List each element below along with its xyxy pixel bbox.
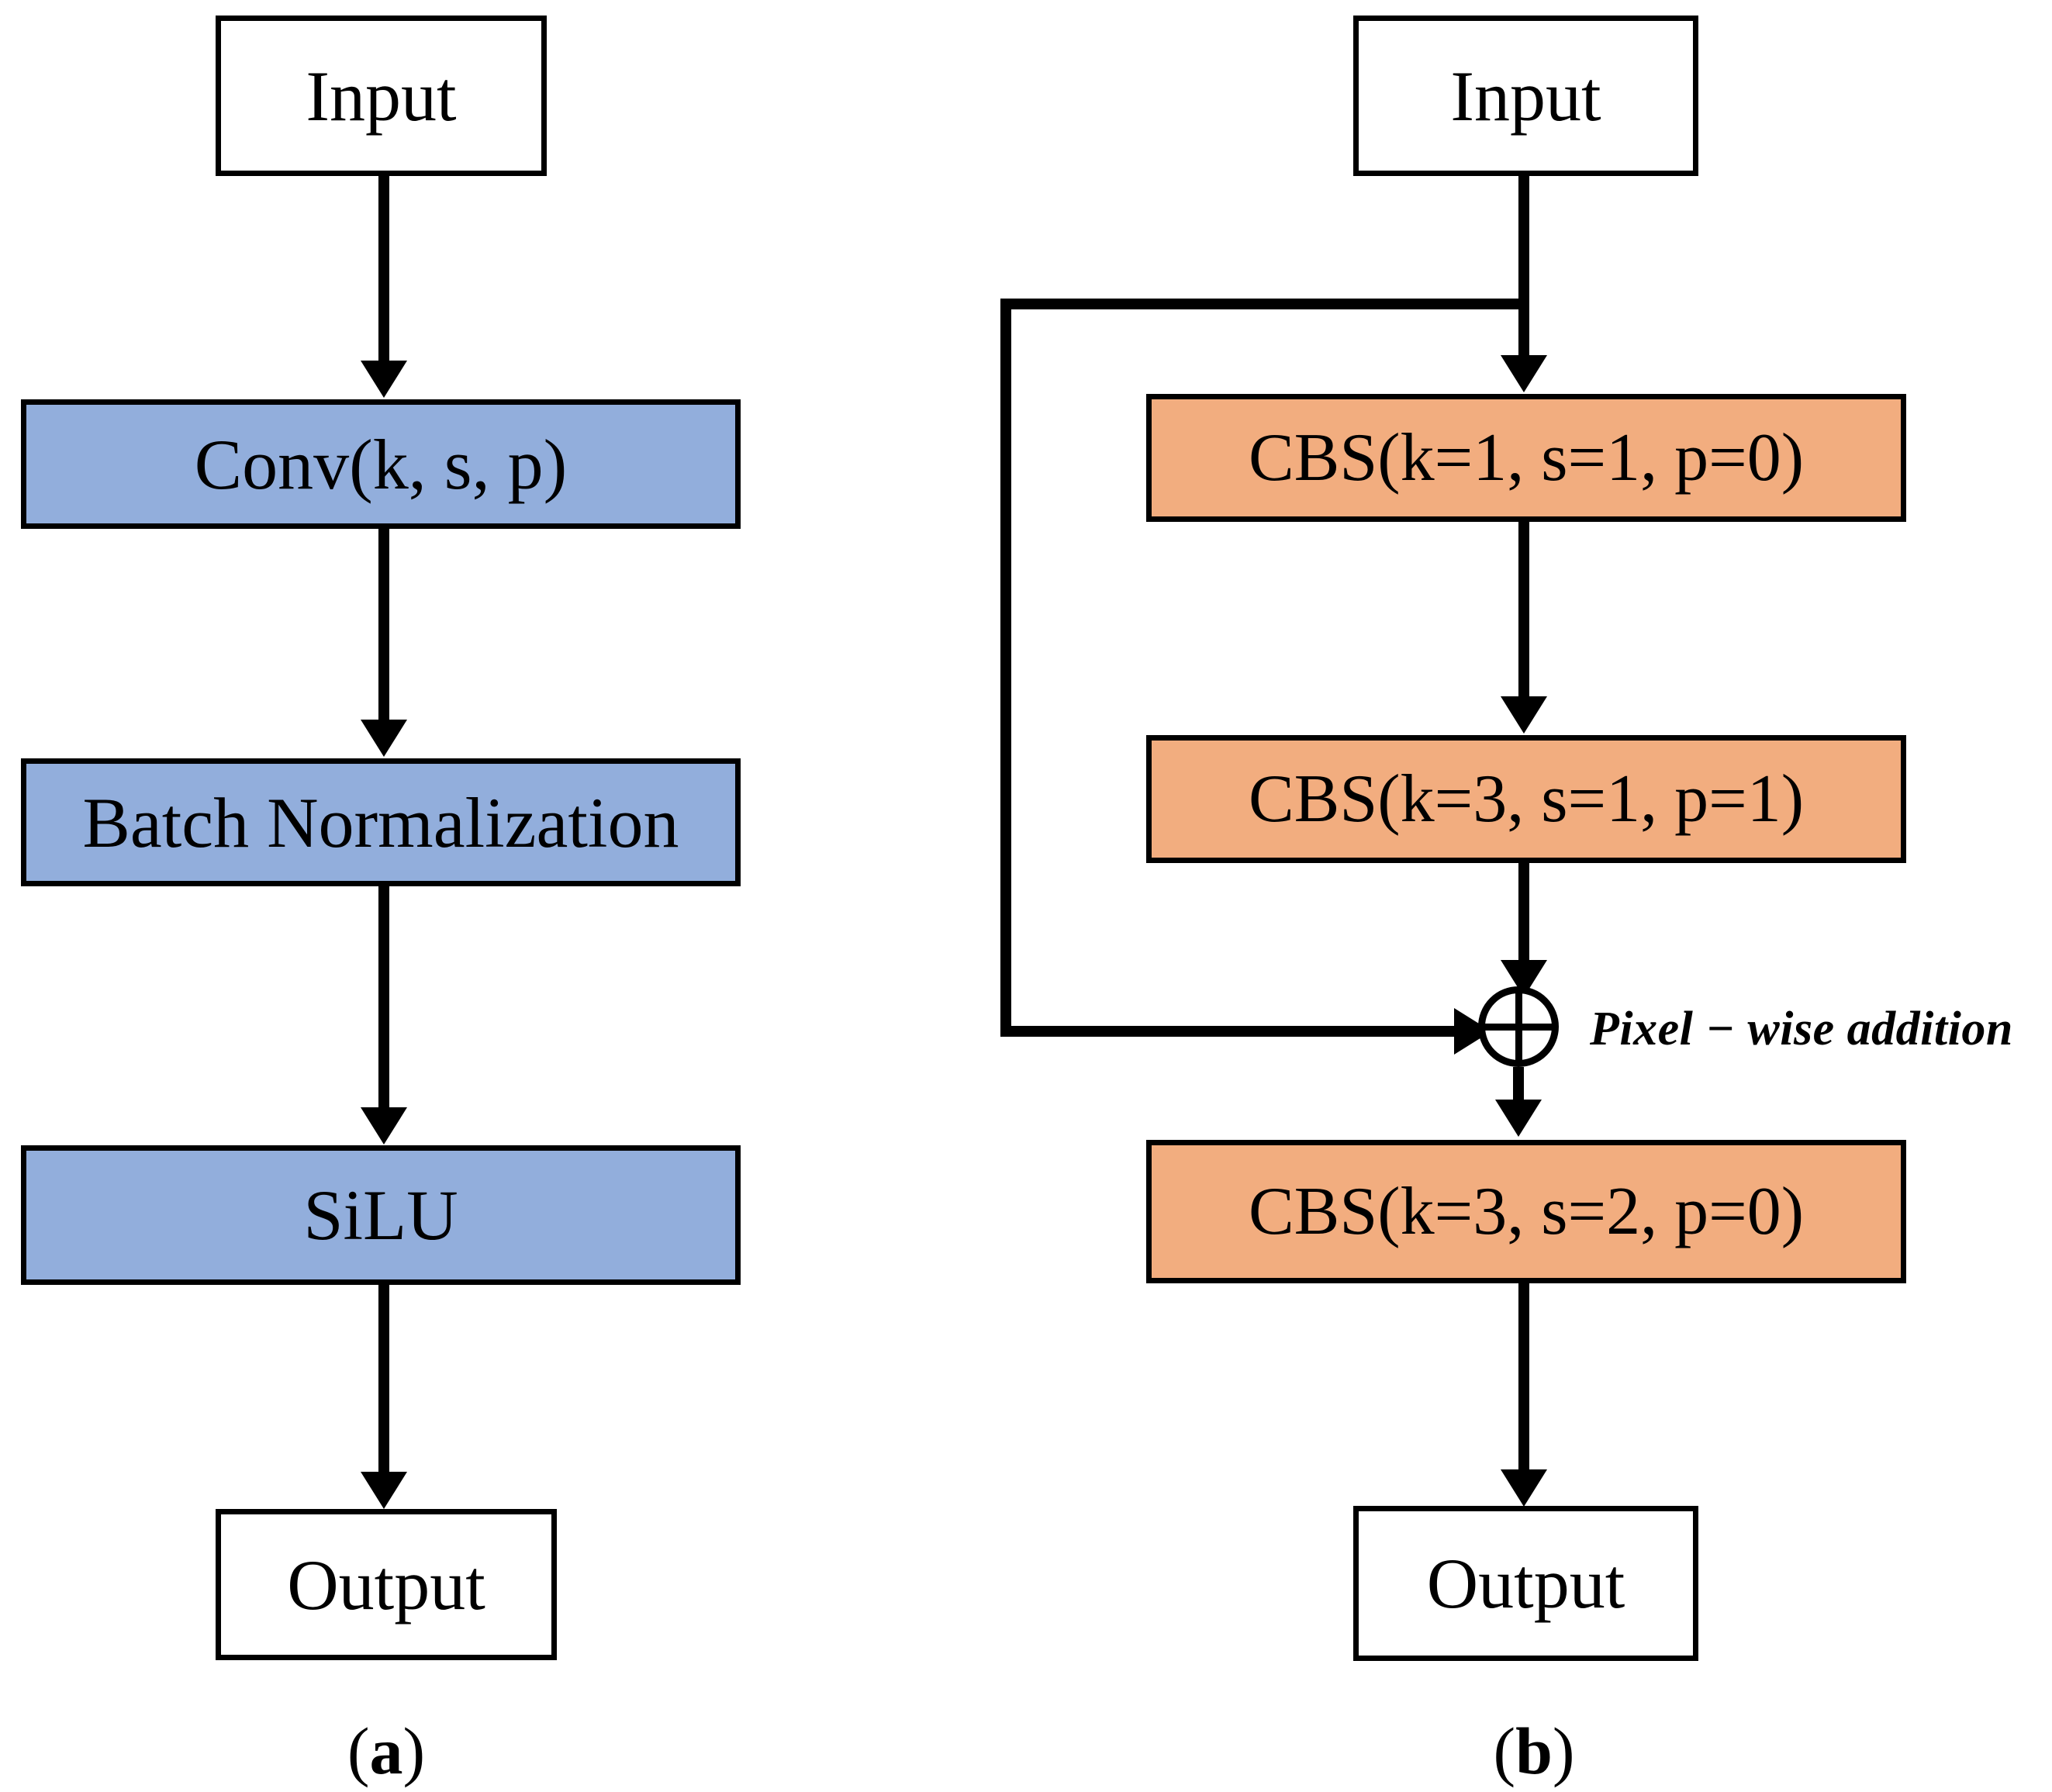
panel-b-edge-cbs3-output-arrow	[1501, 1469, 1547, 1507]
panel-b-cbs3-box: CBS(k=3, s=2, p=0)	[1146, 1140, 1906, 1283]
panel-a-conv-label: Conv(k, s, p)	[194, 424, 568, 504]
panel-b-caption: (b)	[1493, 1712, 1574, 1790]
panel-b-edge-cbs2-add-line	[1518, 863, 1529, 964]
plus-vertical-bar	[1515, 993, 1522, 1060]
panel-b-caption-open: (	[1493, 1714, 1516, 1788]
panel-b-edge-cbs3-output-line	[1518, 1283, 1529, 1473]
panel-a-silu-box: SiLU	[21, 1145, 741, 1285]
panel-a-edge-conv-bn-line	[378, 529, 389, 721]
panel-b-cbs1-label: CBS(k=1, s=1, p=0)	[1248, 420, 1805, 495]
panel-a-input-label: Input	[306, 56, 457, 136]
panel-b-caption-letter: b	[1515, 1714, 1553, 1788]
panel-b-caption-close: )	[1552, 1714, 1575, 1788]
panel-a-edge-silu-output-line	[378, 1285, 389, 1475]
panel-a-edge-silu-output-arrow	[361, 1472, 407, 1509]
panel-b-edge-add-cbs3-arrow	[1495, 1100, 1542, 1137]
panel-b-edge-cbs1-cbs2-line	[1518, 522, 1529, 700]
panel-b-edge-cbs1-cbs2-arrow	[1501, 696, 1547, 734]
panel-b-cbs2-label: CBS(k=3, s=1, p=1)	[1248, 761, 1805, 837]
panel-a-batchnorm-box: Batch Normalization	[21, 758, 741, 886]
panel-a-output-label: Output	[287, 1545, 485, 1625]
pixel-wise-addition-label: Pixel − wise addition	[1590, 1003, 2013, 1055]
panel-b-cbs1-box: CBS(k=1, s=1, p=0)	[1146, 394, 1906, 522]
panel-b-edge-input-cbs1-arrow	[1501, 355, 1547, 392]
panel-a-output-box: Output	[216, 1509, 557, 1660]
panel-a-caption-letter: a	[369, 1714, 403, 1788]
panel-b-cbs3-label: CBS(k=3, s=2, p=0)	[1248, 1173, 1805, 1249]
panel-b-skip-top-segment	[1000, 299, 1524, 309]
panel-b-output-box: Output	[1353, 1506, 1698, 1661]
panel-a-input-box: Input	[216, 16, 547, 176]
panel-a-edge-bn-silu-arrow	[361, 1107, 407, 1145]
pixel-wise-addition-icon	[1478, 986, 1559, 1067]
panel-b-input-box: Input	[1353, 16, 1698, 176]
panel-b-edge-add-cbs3-line	[1513, 1067, 1524, 1104]
panel-a-silu-label: SiLU	[303, 1176, 458, 1255]
panel-a-caption-open: (	[347, 1714, 370, 1788]
panel-a-edge-input-conv-arrow	[361, 361, 407, 398]
panel-a-edge-bn-silu-line	[378, 886, 389, 1111]
panel-a-edge-conv-bn-arrow	[361, 720, 407, 757]
panel-a-edge-input-conv-line	[378, 176, 389, 362]
panel-a-batchnorm-label: Batch Normalization	[82, 782, 679, 862]
panel-b-skip-left-segment	[1000, 299, 1011, 1037]
panel-b-skip-bottom-segment	[1000, 1026, 1463, 1037]
panel-b-cbs2-box: CBS(k=3, s=1, p=1)	[1146, 735, 1906, 863]
panel-b-edge-input-cbs1-line	[1518, 176, 1529, 358]
panel-a-caption: (a)	[347, 1712, 425, 1790]
panel-b-output-label: Output	[1426, 1544, 1625, 1623]
panel-a-caption-close: )	[402, 1714, 426, 1788]
panel-a-conv-box: Conv(k, s, p)	[21, 399, 741, 529]
panel-b-input-label: Input	[1450, 56, 1601, 136]
